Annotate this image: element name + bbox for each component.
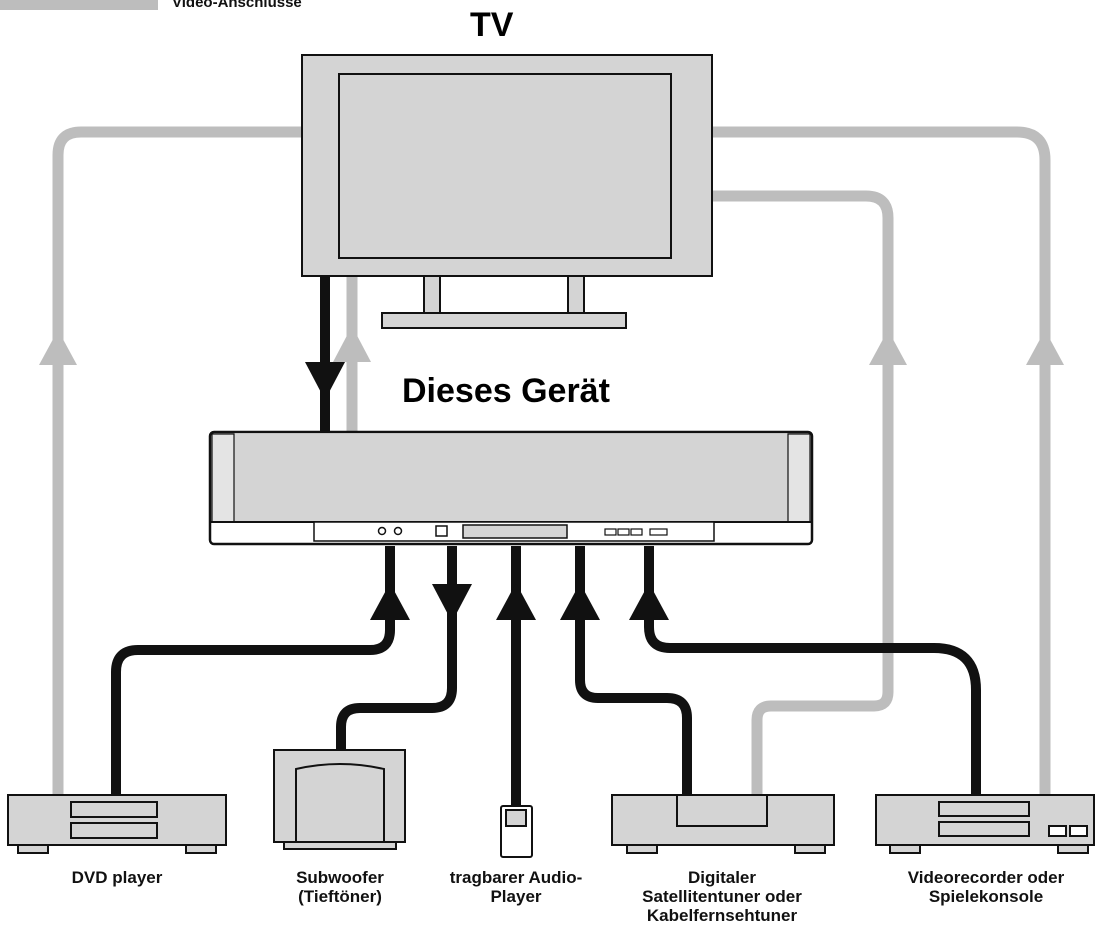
audio-player-label: tragbarer Audio- Player (416, 868, 616, 906)
audio-arrow-subwoofer (432, 584, 472, 622)
audio-player-label-line1: tragbarer Audio- (449, 868, 583, 887)
audio-arrow-satellite (560, 583, 600, 620)
satellite-panel (676, 794, 768, 827)
dvd-player (7, 794, 227, 854)
satellite-tuner (611, 794, 835, 854)
vcr-slot-1 (938, 801, 1030, 817)
video-cable-vcr-tv (711, 126, 1051, 795)
audio-cable-unit-subwoofer (336, 546, 457, 750)
vcr-slot-2 (938, 821, 1030, 837)
dvd-label-text: DVD player (71, 868, 163, 887)
dvd-tray-2 (70, 822, 158, 839)
subwoofer-label: Subwoofer (Tieftöner) (240, 868, 440, 906)
portable-audio-player (500, 805, 533, 858)
satellite-label-line1: Digitaler (687, 868, 757, 887)
dvd-label: DVD player (17, 868, 217, 887)
legend-video-label: Video-Anschlüsse (172, 0, 302, 11)
audio-arrow-dvd (370, 583, 410, 620)
dvd-tray-1 (70, 801, 158, 818)
audio-cable-dvd-unit (111, 546, 395, 795)
video-cable-satellite-tv (711, 190, 894, 795)
video-cable-dvd-tv (52, 126, 305, 795)
subwoofer-label-line2: (Tieftöner) (298, 887, 382, 907)
tv-stand-leg-right (567, 274, 585, 314)
audio-player-screen (505, 809, 527, 827)
unit-button-1 (604, 528, 617, 536)
video-arrow-vcr (1026, 330, 1064, 365)
video-arrow-dvd (39, 330, 77, 365)
vcr-button-2 (1069, 825, 1088, 837)
satellite-label-line2: Satellitentuner oder (642, 887, 802, 907)
satellite-label: Digitaler Satellitentuner oder Kabelfern… (622, 868, 822, 925)
video-arrow-tv-unit (333, 326, 371, 362)
unit-button-4 (649, 528, 668, 536)
unit-title: Dieses Gerät (402, 372, 610, 410)
unit-display (462, 524, 568, 539)
satellite-label-line3: Kabelfernsehtuner (646, 906, 798, 926)
subwoofer-base (283, 841, 397, 850)
vcr-label: Videorecorder oder Spielekonsole (886, 868, 1086, 906)
unit-end-cap-left (211, 433, 235, 523)
tv-stand-base (381, 312, 627, 329)
unit-knob-1 (377, 526, 387, 536)
vcr-label-line1: Videorecorder oder (907, 868, 1065, 887)
unit-port (435, 525, 448, 537)
subwoofer (273, 749, 406, 850)
subwoofer-front (295, 763, 385, 843)
tv-set (301, 54, 713, 329)
unit-button-2 (617, 528, 630, 536)
vcr-console (875, 794, 1095, 854)
audio-arrow-audioplayer (496, 583, 536, 620)
unit-button-3 (630, 528, 643, 536)
tv-stand-leg-left (423, 274, 441, 314)
tv-screen (338, 73, 672, 259)
video-arrow-satellite (869, 330, 907, 365)
vcr-label-line2: Spielekonsole (928, 887, 1044, 907)
main-unit (208, 430, 814, 546)
audio-cable-satellite-unit (575, 546, 692, 795)
audio-arrow-tv-unit (305, 362, 345, 400)
unit-grille (212, 434, 810, 522)
vcr-button-1 (1048, 825, 1067, 837)
audio-arrow-vcr (629, 583, 669, 620)
audio-cable-vcr-unit (644, 546, 981, 795)
tv-title: TV (470, 6, 514, 44)
unit-end-cap-right (787, 433, 811, 523)
subwoofer-label-line1: Subwoofer (296, 868, 384, 887)
unit-knob-2 (393, 526, 403, 536)
audio-player-label-line2: Player (490, 887, 542, 907)
